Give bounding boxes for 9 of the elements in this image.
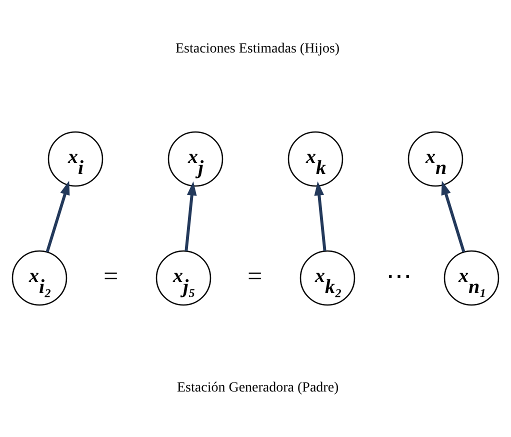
label: = — [104, 261, 118, 290]
arrow — [184, 181, 197, 252]
label: ⋯ — [386, 261, 412, 290]
label: = — [248, 261, 262, 290]
arrow — [441, 180, 466, 252]
label: Estaciones Estimadas (Hijos) — [176, 42, 340, 57]
arrow — [314, 181, 326, 252]
arrow — [46, 180, 70, 252]
label: Estación Generadora (Padre) — [177, 380, 339, 396]
